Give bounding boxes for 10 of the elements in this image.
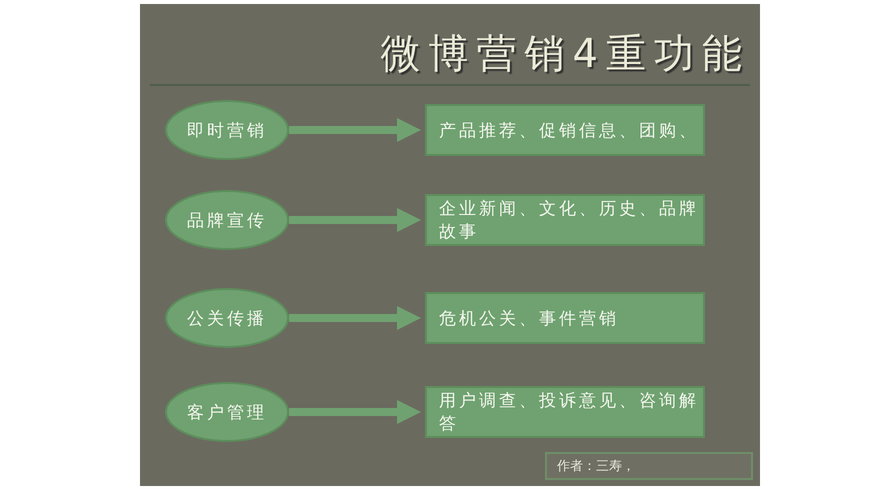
description-box: 危机公关、事件营销: [425, 292, 705, 344]
description-box: 产品推荐、促销信息、团购、: [425, 104, 705, 156]
arrow: [289, 118, 421, 142]
author-credit: 作者：三寿，: [545, 452, 753, 480]
description-box: 用户调查、投诉意见、咨询解答: [425, 386, 705, 438]
arrow: [289, 306, 421, 330]
description-box: 企业新闻、文化、历史、品牌故事: [425, 194, 705, 246]
title: 微博营销4重功能: [380, 30, 750, 79]
arrow: [289, 400, 421, 424]
arrow: [289, 208, 421, 232]
